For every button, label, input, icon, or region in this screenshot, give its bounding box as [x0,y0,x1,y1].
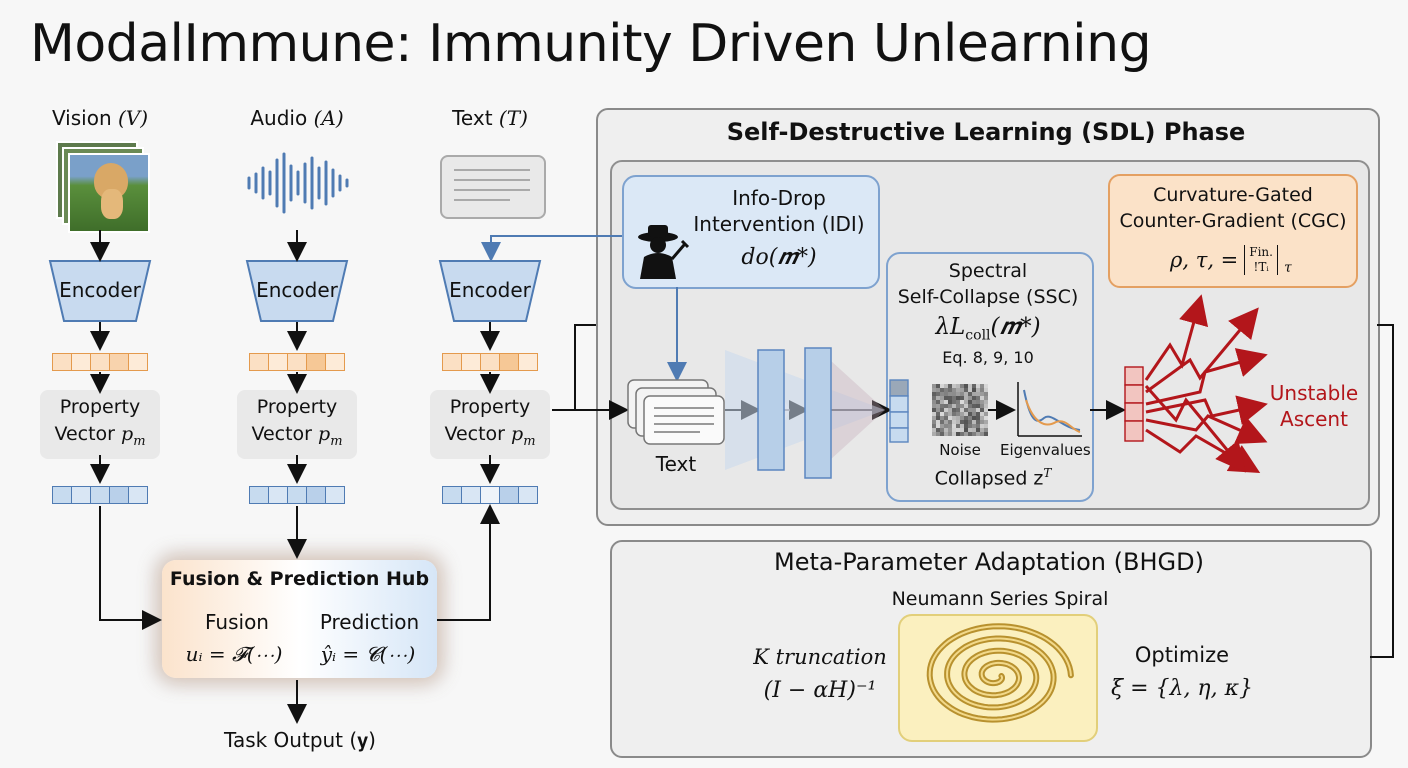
prediction-label: Prediction [319,610,420,634]
eigenvalues-label: Eigenvalues [1000,441,1091,459]
waveform-icon [247,152,349,214]
audio-label: Audio (A) [250,106,344,130]
idi-title-line2: Intervention (IDI) [693,212,865,236]
property-vector-bar [441,486,538,504]
bhgd-title: Meta-Parameter Adaptation (BHGD) [774,548,1204,576]
embedding-bar [51,353,148,371]
property-vector-box: Property Vector pm [40,390,160,459]
sdl-text-label: Text [655,452,697,476]
sdl-title: Self-Destructive Learning (SDL) Phase [726,118,1246,146]
encoder-vision [48,260,152,322]
prediction-formula: ŷᵢ = 𝓒(⋯) [320,642,416,666]
flatten-label: Flatten [761,382,781,442]
hub-title: Fusion & Prediction Hub [169,568,430,590]
text-document-icon [440,155,546,219]
embedding-bar [441,353,538,371]
noise-label: Noise [939,441,981,459]
encoder-audio [245,260,349,322]
fusion-prediction-hub: Fusion & Prediction Hub Fusion uᵢ = 𝓕(⋯)… [162,560,437,678]
property-vector-box: Property Vector pm [237,390,357,459]
text-label: Text (T) [452,106,528,130]
encoder-label: Encoder [256,278,338,302]
ssc-title: Spectral Self-Collapse (SSC) [897,260,1079,308]
spiral-label: Neumann Series Spiral [891,588,1109,610]
optimize-label: Optimize [1134,643,1230,667]
k-truncation-label: K truncation [753,645,887,669]
cgc-box: Curvature-Gated Counter-Gradient (CGC) ρ… [1108,174,1358,288]
feedback-line [574,324,596,410]
optimize-formula: ξ = {λ, η, κ} [1110,676,1254,701]
property-vector-bar [51,486,148,504]
eigenvalue-bar-label: Elgrrvalue [809,374,827,452]
encoder-label: Encoder [449,278,531,302]
collapsed-label: Collapsed zT [934,466,1052,490]
vision-image-icon [56,141,150,233]
spy-figure-icon [638,225,690,279]
idi-title-line1: Info-Drop [732,186,826,210]
property-vector-bar [248,486,345,504]
spiral-frame [898,614,1098,742]
arrow [99,506,162,630]
fusion-label: Fusion [205,610,269,634]
ssc-eq-ref: Eq. 8, 9, 10 [942,348,1034,367]
fusion-formula: uᵢ = 𝓕(⋯) [185,642,283,666]
page-title: ModalImmune: Immunity Driven Unlearning [30,14,1152,74]
ssc-formula: λLcoll(𝒎*) [935,314,1041,344]
encoder-label: Encoder [59,278,141,302]
encoder-text [438,260,542,322]
property-vector-box: Property Vector pm [430,390,550,459]
cgc-formula: ρ, τ, = Fin.!Tᵢ τ [1170,245,1292,276]
idi-box: Info-Drop Intervention (IDI) do(𝒎*) [622,175,880,289]
ssc-box [886,252,1094,502]
vision-label: Vision (V) [51,106,149,130]
idi-formula: do(𝒎*) [741,245,817,270]
arrow [437,504,500,621]
cgc-title-line1: Curvature-Gated [1153,184,1313,206]
neumann-inverse-formula: (I − αH)⁻¹ [763,678,877,703]
embedding-bar [248,353,345,371]
unstable-ascent-label: Unstable Ascent [1269,381,1359,431]
task-output-label: Task Output (𝐲) [224,728,376,752]
cgc-title-line2: Counter-Gradient (CGC) [1119,210,1347,232]
